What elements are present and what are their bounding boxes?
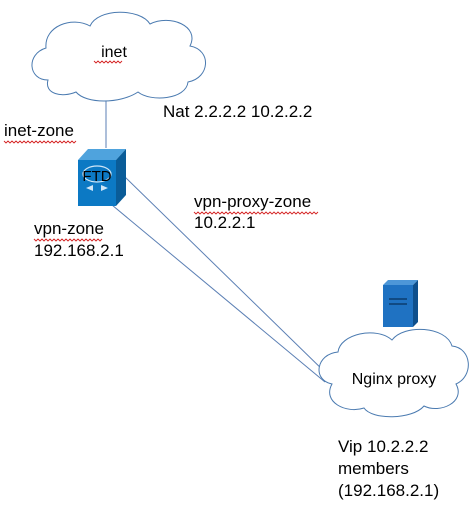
arrows-icon xyxy=(86,185,108,191)
nat-label: Nat 2.2.2.2 10.2.2.2 xyxy=(163,102,312,121)
members-ip-label: (192.168.2.1) xyxy=(338,481,439,500)
spellcheck-underline xyxy=(193,211,319,215)
vpn-proxy-zone-ip-label: 10.2.2.1 xyxy=(194,213,255,232)
spellcheck-underline xyxy=(33,238,103,242)
nginx-cloud: Nginx proxy xyxy=(318,328,469,418)
link-ftd-to-nginx-lower xyxy=(111,204,326,383)
globe-icon xyxy=(82,165,112,183)
inet-cloud-label: inet xyxy=(101,44,127,61)
server-icon xyxy=(383,280,418,327)
vip-label: Vip 10.2.2.2 xyxy=(338,437,428,456)
members-label: members xyxy=(338,459,409,478)
vpn-zone-label: vpn-zone xyxy=(34,219,104,238)
spellcheck-underline xyxy=(93,60,123,64)
ftd-label: FTD xyxy=(82,168,111,185)
vpn-proxy-zone-label: vpn-proxy-zone xyxy=(194,192,311,211)
ftd-firewall: FTD xyxy=(78,149,126,206)
nginx-cloud-label: Nginx proxy xyxy=(352,371,436,388)
vpn-zone-ip-label: 192.168.2.1 xyxy=(34,241,124,260)
inet-zone-label: inet-zone xyxy=(4,121,74,140)
spellcheck-underline xyxy=(3,140,77,144)
inet-cloud: inet xyxy=(31,11,206,102)
link-ftd-to-nginx-upper xyxy=(123,175,330,377)
